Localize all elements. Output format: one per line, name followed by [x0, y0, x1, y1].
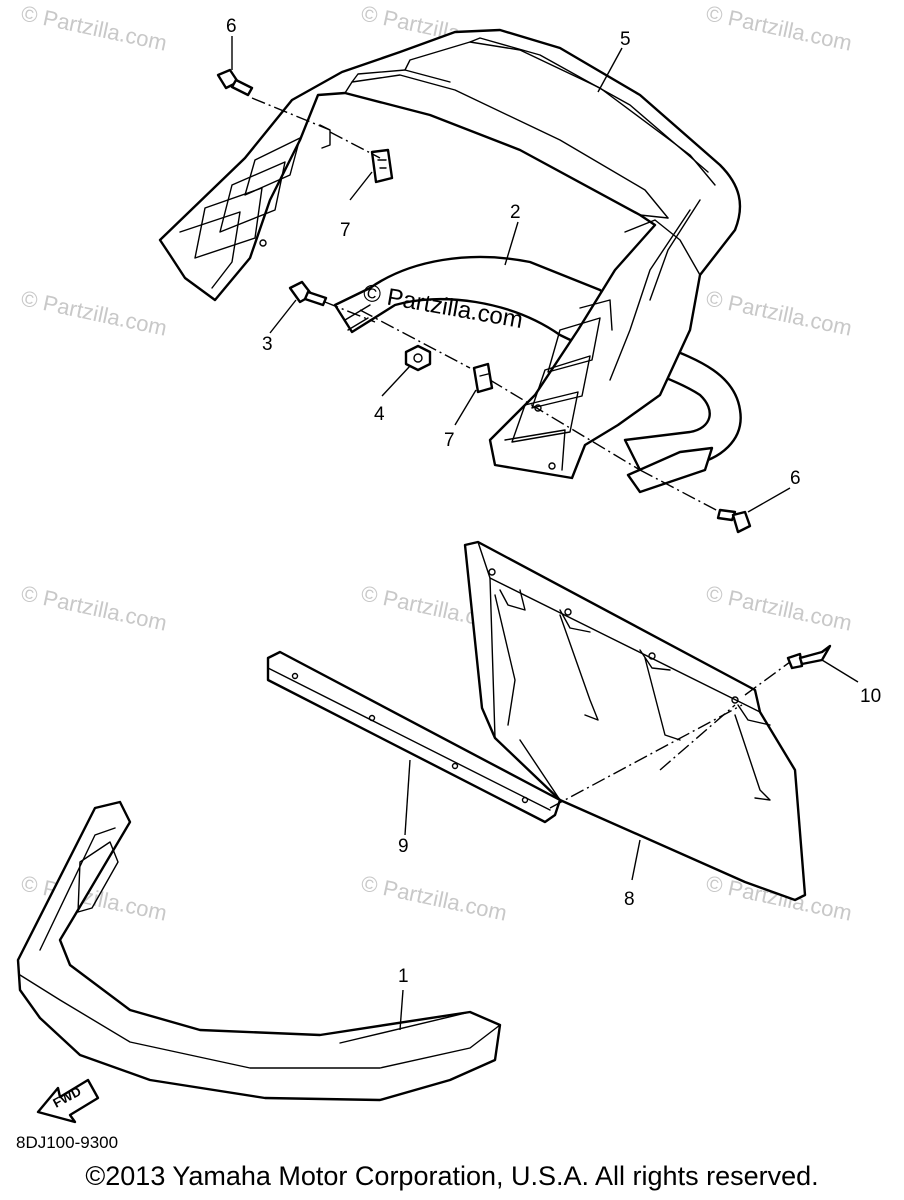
watermark: © Partzilla.com	[19, 580, 169, 635]
part-3-bolt	[288, 280, 328, 307]
callout-6-lower: 6	[790, 468, 801, 489]
leader-lines	[231, 36, 859, 1031]
watermark: © Partzilla.com	[704, 285, 854, 340]
callout-9: 9	[398, 836, 409, 857]
part-4-nut	[404, 344, 432, 372]
watermark: © Partzilla.com	[704, 0, 854, 55]
diagram-code: 8DJ100-9300	[16, 1133, 118, 1152]
callout-3: 3	[262, 334, 273, 355]
callout-2: 2	[510, 202, 521, 223]
part-10-rivet	[786, 644, 832, 670]
part-1-front-bumper	[16, 800, 502, 1102]
callout-7-lower: 7	[444, 430, 455, 451]
callouts: 6 5 2 7 3 4 7 6 10 9 8 1	[226, 16, 881, 987]
callout-1: 1	[398, 966, 409, 987]
part-6-bolt-upper	[216, 68, 254, 97]
part-6-bolt-lower	[716, 508, 752, 534]
watermark: © Partzilla.com	[19, 285, 169, 340]
callout-4: 4	[374, 404, 385, 425]
part-7-clip-upper	[370, 148, 394, 184]
callout-10: 10	[860, 686, 881, 707]
part-5-guard-frame	[158, 28, 742, 480]
part-8-mud-flap	[463, 540, 807, 902]
fwd-arrow-icon: FWD	[36, 1078, 100, 1124]
part-7-clip-lower	[472, 362, 494, 394]
callout-8: 8	[624, 889, 635, 910]
copyright-footer: ©2013 Yamaha Motor Corporation, U.S.A. A…	[85, 1161, 819, 1191]
part-9-plate	[266, 650, 562, 824]
watermark: © Partzilla.com	[704, 580, 854, 635]
callout-6-upper: 6	[226, 16, 237, 37]
watermark: © Partzilla.com	[19, 0, 169, 55]
watermark: © Partzilla.com	[359, 870, 509, 925]
callout-5: 5	[620, 29, 631, 50]
callout-7-upper: 7	[340, 220, 351, 241]
